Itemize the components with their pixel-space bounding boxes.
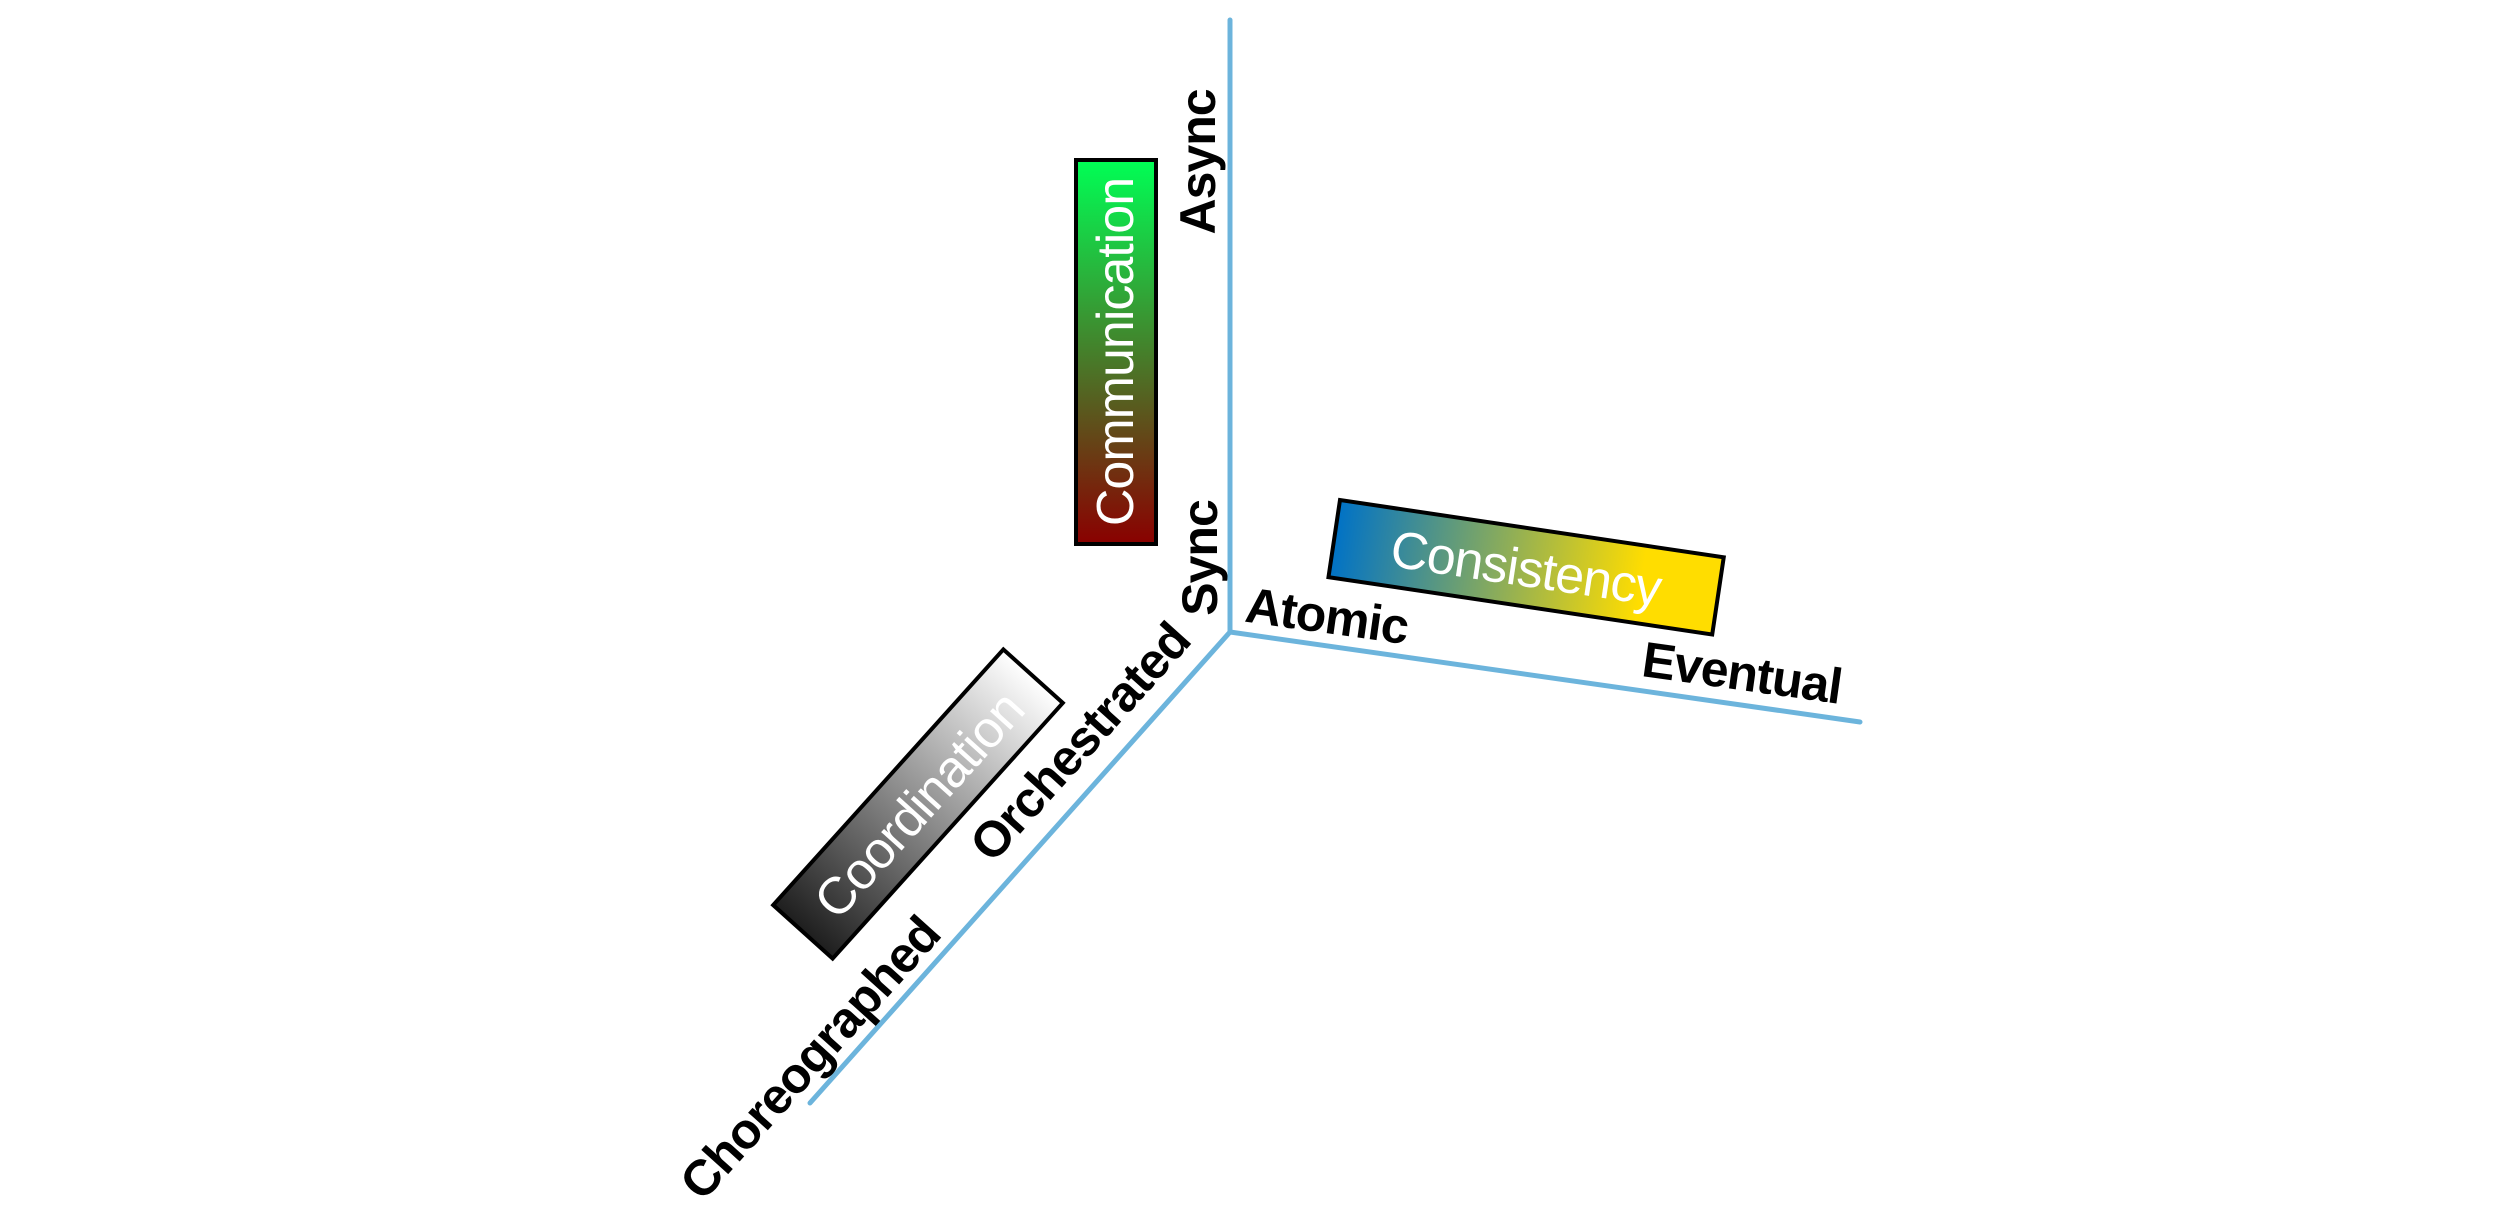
- eventual-label: Eventual: [1639, 631, 1845, 714]
- async-label: Async: [1170, 89, 1226, 234]
- coordination-axis: [807, 629, 1233, 1106]
- sync-label: Sync: [1172, 500, 1228, 616]
- consistency-axis: [1227, 629, 1863, 725]
- communication-title: Communication: [1087, 178, 1145, 526]
- communication-bar: Communication: [1074, 158, 1158, 546]
- choreographed-label: Choreographed: [669, 906, 951, 1210]
- atomic-label: Atomic: [1242, 577, 1412, 655]
